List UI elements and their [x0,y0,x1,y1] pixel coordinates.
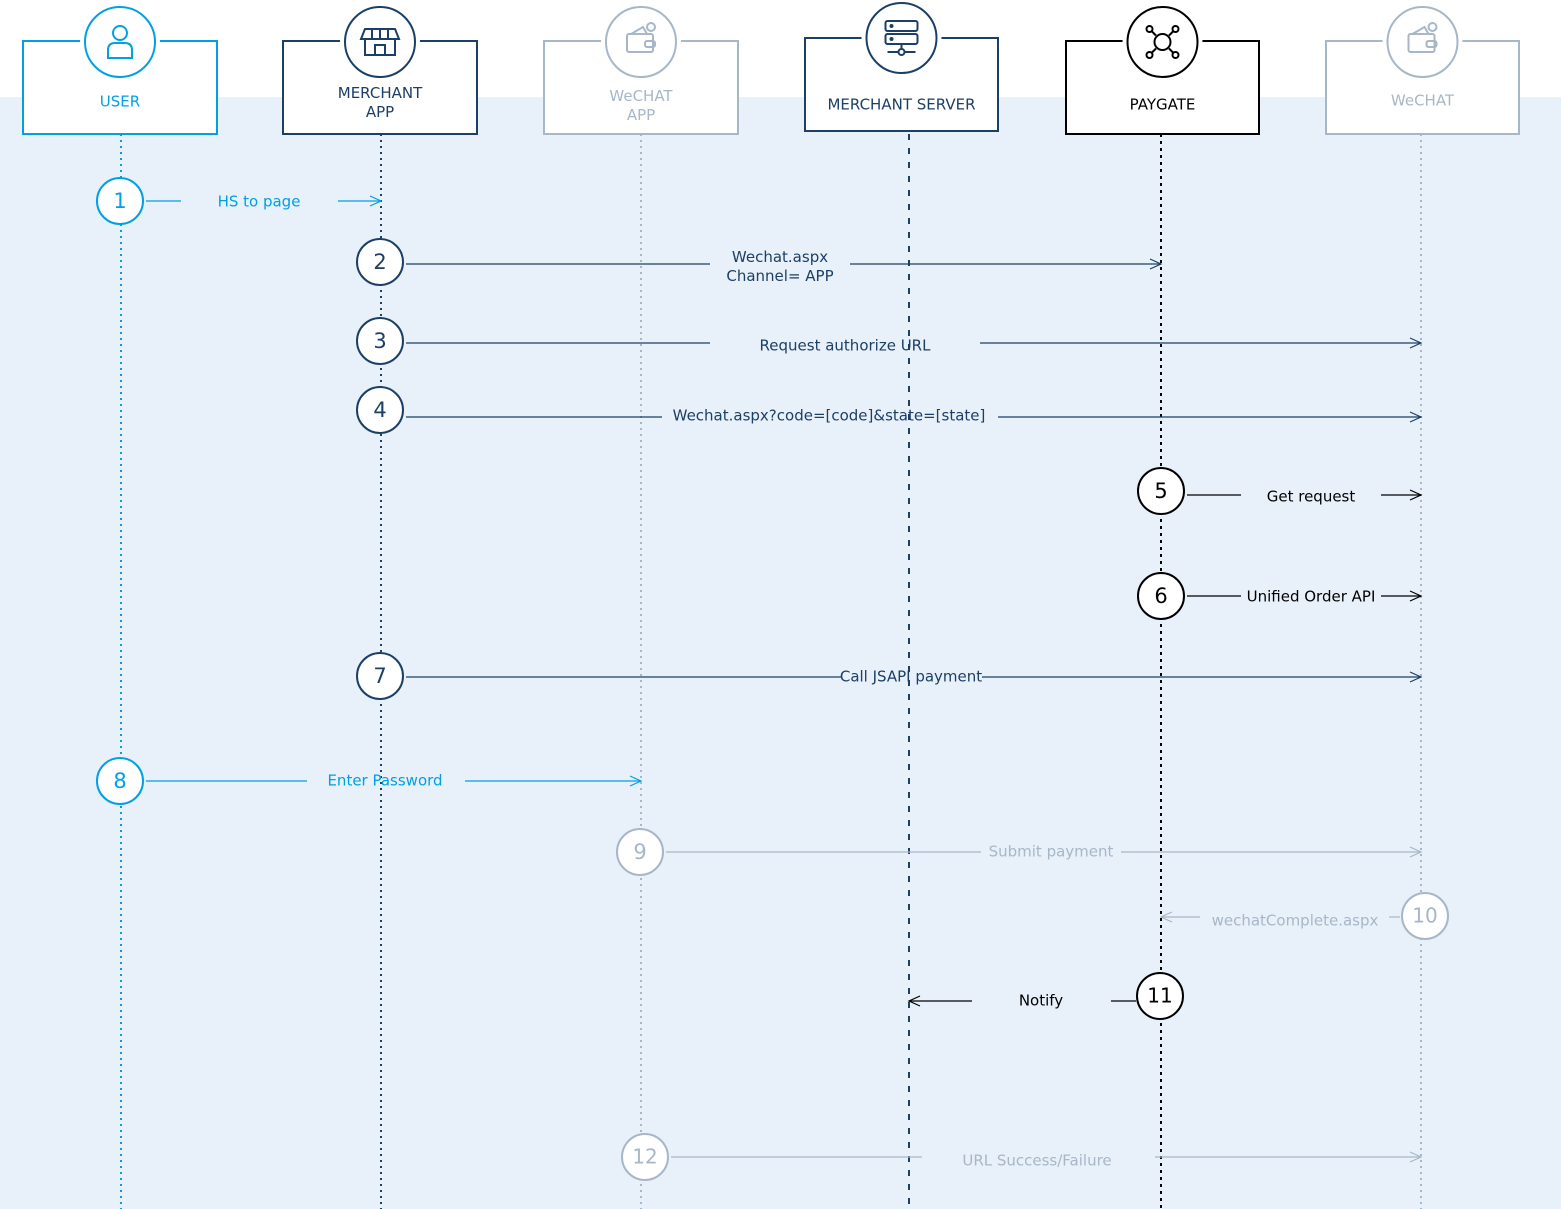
wallet-icon [626,22,656,53]
step-number-bubble [1401,892,1449,940]
arrow-head [1409,590,1423,602]
actor-icon-bubble [344,6,416,78]
step-number-bubble [1137,467,1185,515]
step-label: Get request [1267,488,1356,506]
step-number-bubble [1137,572,1185,620]
actor-icon-bubble [1126,6,1199,78]
step-label: Notify [1019,992,1063,1010]
actor-wechat: WeCHAT [1325,2,1520,135]
step-9: 9 Submit payment [616,828,1423,876]
actor-box [282,40,478,135]
arrow-head [1409,411,1423,423]
step-10: 10 wechatComplete.aspx [1159,892,1449,940]
step-1: 1 HS to page [96,177,383,225]
step-label: Submit payment [989,843,1114,861]
step-number-bubble [356,652,404,700]
lifelines [120,134,1422,1209]
arrow-head [1409,489,1423,501]
step-number: 4 [373,398,386,422]
diagram-background [0,97,1561,1209]
arrow-head [1409,846,1423,858]
actor-icon-bubble [605,6,677,78]
arrow-head [1409,1151,1423,1163]
step-number-bubble [356,238,404,286]
step-3: 3 Request authorize URL [356,317,1423,365]
arrow-head [1409,337,1423,349]
step-11: 11 Notify [907,972,1184,1020]
arrow-head [1159,911,1173,923]
step-number: 7 [373,664,386,688]
user-icon [107,25,133,59]
step-number: 3 [373,329,386,353]
step-number-bubble [96,177,144,225]
step-label: wechatComplete.aspx [1212,912,1379,930]
arrow-head [369,195,383,207]
step-label: Request authorize URL [760,337,932,355]
step-number: 2 [373,250,386,274]
store-icon [359,28,401,56]
step-4: 4 Wechat.aspx?code=[code]&state=[state] [356,386,1423,434]
arrow-head [629,775,643,787]
actor-icon-bubble [865,2,938,74]
step-number-bubble [96,757,144,805]
step-12: 12 URL Success/Failure [621,1133,1423,1181]
step-number: 12 [632,1145,657,1169]
actor-label: USER [100,93,140,111]
step-6: 6 Unified Order API [1137,572,1423,620]
step-label: HS to page [218,193,301,211]
step-number-bubble [1136,972,1184,1020]
actor-label: MERCHANT SERVER [827,96,975,114]
wallet-icon [1407,22,1438,53]
step-number: 5 [1154,479,1167,503]
step-number: 10 [1412,904,1437,928]
actor-icon-bubble [1386,6,1459,78]
step-number-bubble [621,1133,669,1181]
step-label: Wechat.aspx?code=[code]&state=[state] [673,407,986,425]
arrow-head [1409,671,1423,683]
arrow-head [1149,258,1163,270]
actor-paygate: PAYGATE [1065,2,1260,135]
actor-label: PAYGATE [1130,96,1196,114]
actor-label: WeCHAT [1391,92,1455,110]
step-number: 6 [1154,584,1167,608]
network-hub-icon [1145,25,1180,59]
step-number-bubble [616,828,664,876]
arrow-head [907,995,921,1007]
step-number: 1 [113,189,126,213]
step-number: 11 [1147,984,1172,1008]
step-7: 7 Call JSAPI payment [356,652,1423,700]
step-label: Enter Password [327,772,442,790]
step-label: Call JSAPI payment [840,668,982,686]
step-5: 5 Get request [1137,467,1423,515]
step-number: 8 [113,769,126,793]
actor-merchant-server: MERCHANT SERVER [804,0,999,132]
step-label: Unified Order API [1247,588,1376,606]
step-8: 8 Enter Password [96,757,643,805]
step-label: URL Success/Failure [962,1152,1111,1170]
server-icon [884,20,919,56]
actor-user: USER [22,2,218,135]
step-number: 9 [633,840,646,864]
step-number-bubble [356,386,404,434]
step-number-bubble [356,317,404,365]
